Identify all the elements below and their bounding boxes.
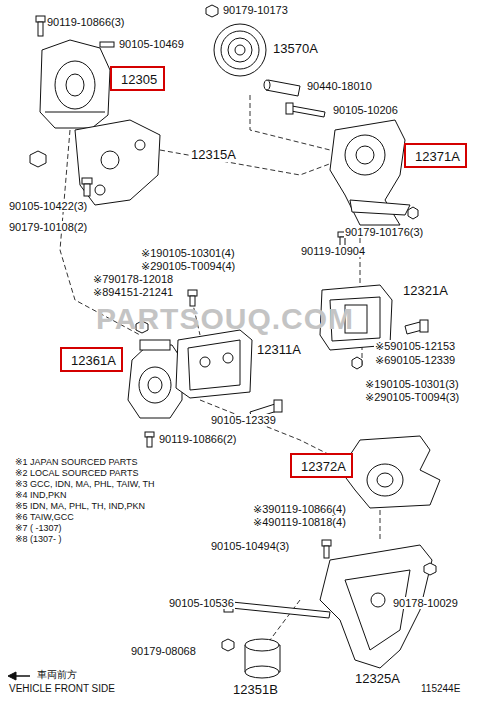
callout-label: ※4 IND,PKN: [14, 491, 68, 501]
callout-label: 90105-10536: [168, 597, 235, 609]
part-number: 115244E: [420, 683, 461, 694]
callout-label: ※8 (1307- ): [14, 535, 63, 545]
callout-label: ※690105-12339: [374, 354, 456, 366]
highlight-box: 12372A: [290, 453, 353, 478]
callout-label: 90105-10469: [118, 38, 185, 50]
callout-label: ※3 GCC, IDN, MA, PHL, TAIW, TH: [14, 480, 156, 490]
callout-label: 90105-12339: [210, 414, 277, 426]
callout-label: ※894151-21241: [92, 286, 174, 298]
part-number: 12361A: [71, 354, 112, 368]
callout-label: ※1 JAPAN SOURCED PARTS: [14, 458, 139, 468]
part-number: 12315A: [190, 148, 237, 162]
callout-label: 90105-10494(3): [210, 540, 290, 552]
callout-label: ※190105-10301(4): [140, 247, 236, 259]
callout-label: 90119-10866(3): [46, 16, 125, 28]
callout-label: ※6 TAIW,GCC: [14, 513, 75, 523]
callout-label: ※2 LOCAL SOURCED PARTS: [14, 469, 139, 479]
part-number: 12351B: [232, 683, 279, 697]
part-number: 12372A: [301, 460, 342, 474]
part-number: 12311A: [256, 343, 302, 357]
callout-label: ※490119-10818(4): [252, 516, 347, 528]
callout-label: 90179-10176(3): [344, 226, 424, 238]
callout-label: VEHICLE FRONT SIDE: [8, 683, 116, 694]
callout-label: ※290105-T0094(3): [364, 391, 460, 403]
callout-label: ※590105-12153: [374, 340, 456, 352]
part-number: 12321A: [402, 284, 449, 298]
callout-label: ※7 ( -1307): [14, 524, 63, 534]
callout-label: ※790178-12018: [92, 273, 174, 285]
part-number: 12371A: [415, 150, 456, 164]
callout-label: ※390119-10866(4): [252, 503, 347, 515]
callout-label: 90179-10108(2): [8, 221, 88, 233]
callout-label: ※5 IDN, MA, PHL, TH, IND,PKN: [14, 502, 146, 512]
part-number: 12305: [121, 73, 154, 87]
callout-label: ※290105-T0094(4): [140, 260, 236, 272]
callout-label: 90119-10866(2): [158, 433, 237, 445]
part-number: 13570A: [272, 42, 319, 56]
highlight-box: 12371A: [404, 143, 467, 168]
callout-label: 90105-10422(3): [8, 200, 88, 212]
callout-label: 車両前方: [36, 669, 78, 680]
callout-label: 90179-10173: [222, 4, 289, 16]
callout-label: 90178-10029: [392, 597, 459, 609]
callout-label: 90105-10206: [332, 104, 399, 116]
callout-label: ※190105-10301(3): [364, 378, 460, 390]
highlight-box: 12361A: [60, 347, 123, 372]
callout-label: 90440-18010: [306, 80, 373, 92]
part-number: 12325A: [354, 672, 401, 686]
callout-label: 90179-08068: [130, 645, 197, 657]
watermark: PARTSOUQ.COM: [95, 302, 355, 335]
highlight-box: 12305: [110, 66, 165, 91]
callout-label: 90119-10904: [300, 245, 366, 257]
